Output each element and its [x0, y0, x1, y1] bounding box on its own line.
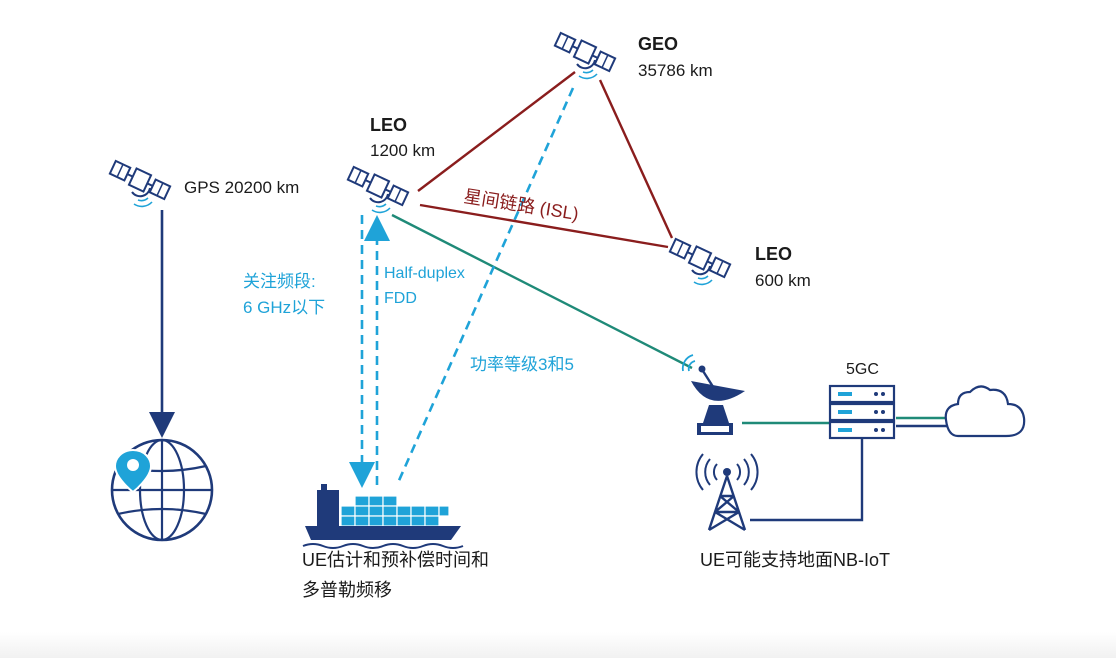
- bottom-edge-shade: [0, 632, 1116, 658]
- cloud-icon: [944, 385, 1026, 438]
- service-link-geo-ship: [395, 87, 575, 486]
- focus-band-label-line2: 6 GHz以下: [243, 298, 325, 317]
- 5gc-label: 5GC: [846, 361, 879, 378]
- leo-600-satellite-icon: [668, 236, 732, 286]
- 5gc-server-icon: [828, 384, 896, 440]
- feeder-link: [391, 213, 693, 370]
- ue-terrestrial-caption: UE可能支持地面NB-IoT: [700, 550, 890, 570]
- power-class-label: 功率等级3和5: [470, 355, 574, 374]
- geo-satellite-icon: [553, 30, 617, 80]
- isl-link-leo1200-leo600: [419, 203, 669, 249]
- duplex-label-line2: FDD: [384, 290, 417, 307]
- tower-5gc-link: [750, 438, 864, 522]
- leo-1200-satellite-icon: [346, 164, 410, 214]
- ue-ship-caption-line1: UE估计和预补偿时间和: [302, 550, 489, 570]
- gps-label: GPS 20200 km: [184, 178, 299, 197]
- location-pin-icon: [113, 448, 153, 494]
- ue-ship-caption-line2: 多普勒频移: [302, 580, 392, 600]
- leo-1200-altitude: 1200 km: [370, 141, 435, 160]
- isl-label: 星间链路 (ISL): [462, 186, 580, 224]
- cell-tower-icon: [695, 453, 759, 532]
- isl-link-geo-leo1200: [417, 71, 576, 192]
- duplex-label-line1: Half-duplex: [384, 265, 465, 282]
- geo-title: GEO: [638, 34, 678, 54]
- leo-1200-title: LEO: [370, 115, 407, 135]
- geo-altitude: 35786 km: [638, 61, 713, 80]
- satellite-dish-icon: [681, 354, 745, 435]
- ship-icon: [302, 484, 464, 549]
- gps-satellite-icon: [108, 158, 172, 208]
- isl-link-geo-leo600: [598, 79, 674, 239]
- leo-600-title: LEO: [755, 244, 792, 264]
- focus-band-label-line1: 关注频段:: [243, 272, 316, 291]
- leo-600-altitude: 600 km: [755, 271, 811, 290]
